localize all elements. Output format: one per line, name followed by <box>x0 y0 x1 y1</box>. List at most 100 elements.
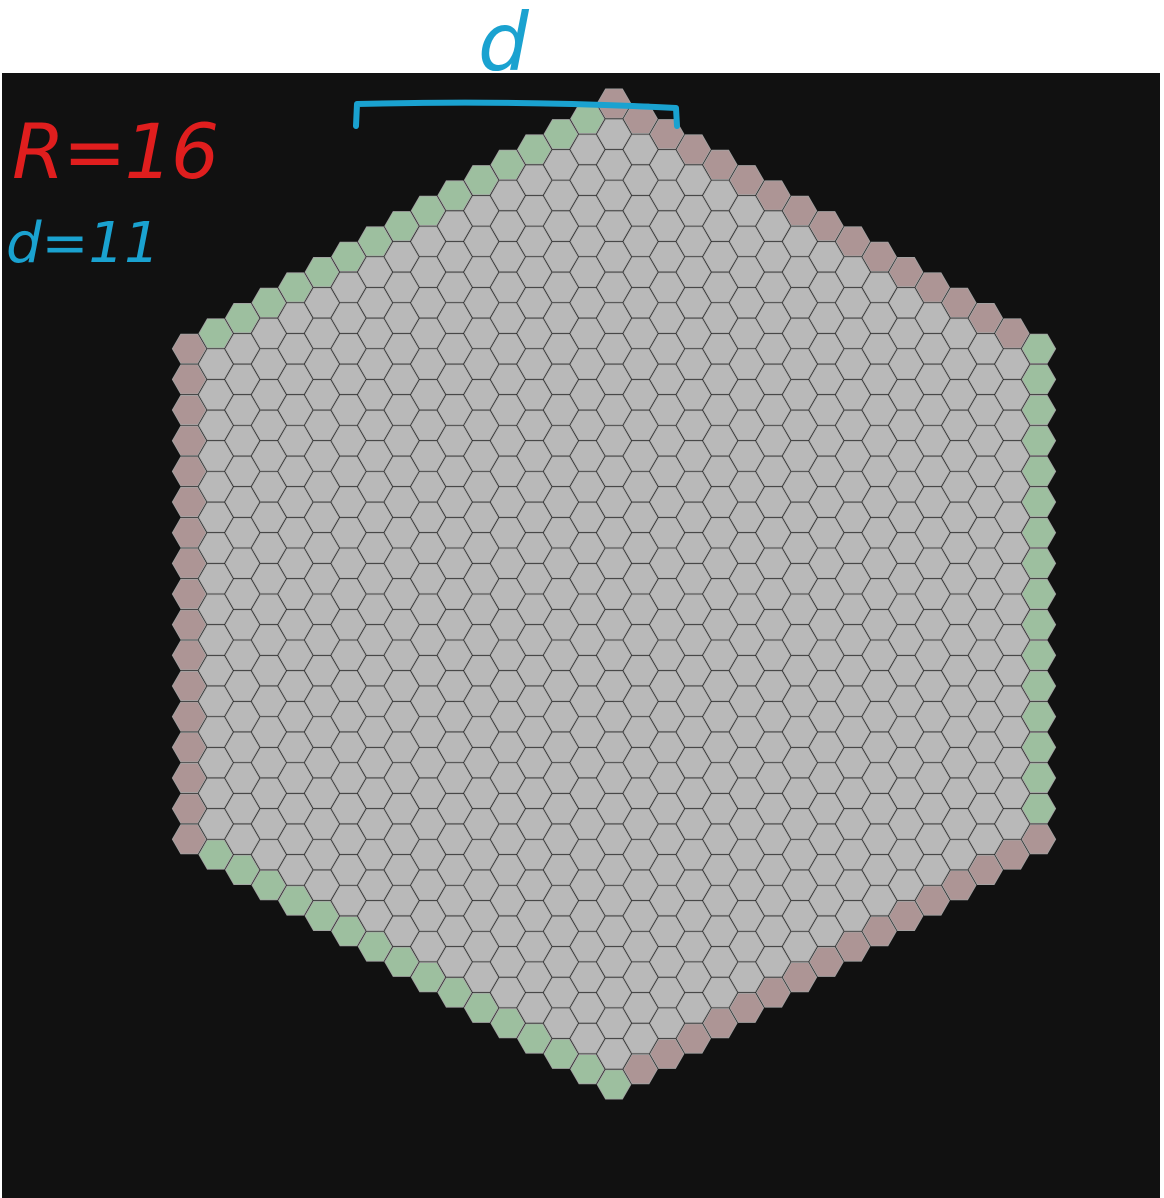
hex-cell <box>331 916 366 947</box>
hex-cell <box>490 1008 526 1039</box>
hex-cell <box>941 502 977 533</box>
hex-cell <box>570 686 605 717</box>
hex-cell <box>702 609 738 640</box>
hex-cell <box>251 563 287 594</box>
hex-cell <box>516 624 552 656</box>
hex-cell <box>570 992 605 1023</box>
hex-cell <box>570 808 605 839</box>
hex-cell <box>968 425 1004 456</box>
hex-cell <box>304 655 340 686</box>
hex-cell <box>410 839 446 870</box>
hex-cell <box>516 594 552 625</box>
hex-cell <box>516 962 552 993</box>
hex-cell <box>516 226 552 257</box>
hex-cell <box>941 655 977 686</box>
hex-cell <box>649 640 685 671</box>
hex-cell <box>623 624 658 656</box>
hex-cell <box>835 747 871 778</box>
d-annotation: d=11 <box>6 211 160 276</box>
hex-cell <box>331 640 366 671</box>
hex-cell <box>702 456 738 487</box>
hex-cell <box>809 885 844 916</box>
hex-cell <box>543 885 579 916</box>
hex-cell <box>410 870 446 901</box>
hex-cell <box>835 900 871 931</box>
hex-cell <box>702 793 738 824</box>
hex-cell <box>835 257 871 288</box>
hex-cell <box>278 333 313 364</box>
hex-cell <box>171 364 207 395</box>
hex-cell <box>543 548 579 579</box>
hex-cell <box>702 241 738 272</box>
hex-cell <box>702 977 738 1008</box>
hex-cell <box>782 778 818 809</box>
hex-cell <box>596 517 632 548</box>
hex-cell <box>755 977 791 1008</box>
hex-cell <box>888 410 924 441</box>
hex-cell <box>543 180 579 211</box>
hex-cell <box>357 839 393 870</box>
hex-cell <box>755 701 791 732</box>
hex-cell <box>1021 517 1057 548</box>
hex-cell <box>357 870 393 901</box>
hex-cell <box>676 1023 712 1054</box>
hex-cell <box>755 241 791 272</box>
hex-cell <box>331 701 366 732</box>
hex-cell <box>384 578 419 610</box>
hex-cell <box>1021 793 1057 824</box>
hex-cell <box>835 349 871 380</box>
hex-cell <box>994 839 1030 870</box>
hex-cell <box>755 425 791 456</box>
hex-cell <box>888 471 924 502</box>
hex-cell <box>570 962 605 993</box>
hex-cell <box>331 517 366 548</box>
hex-cell <box>623 165 658 196</box>
hex-cell <box>516 931 552 962</box>
hex-cell <box>968 824 1004 855</box>
hex-cell <box>516 287 552 318</box>
hex-cell <box>782 931 818 962</box>
hex-cell <box>915 640 950 671</box>
hex-cell <box>994 563 1030 594</box>
hex-cell <box>304 349 340 380</box>
hex-cell <box>543 425 579 456</box>
hex-cell <box>676 471 712 502</box>
hex-cell <box>357 349 393 380</box>
hex-cell <box>862 333 897 364</box>
hex-cell <box>463 226 499 257</box>
hex-cell <box>463 778 499 809</box>
hex-cell <box>755 854 791 885</box>
hex-cell <box>278 272 313 303</box>
hex-cell <box>676 195 712 226</box>
hex-cell <box>410 686 446 717</box>
hex-cell <box>410 471 446 502</box>
hex-cell <box>490 762 526 793</box>
hex-cell <box>729 931 765 962</box>
hex-cell <box>278 425 313 456</box>
hex-cell <box>809 824 844 855</box>
hex-cell <box>676 716 712 747</box>
hex-cell <box>463 931 499 962</box>
hex-cell <box>676 441 712 472</box>
hex-cell <box>835 379 871 410</box>
hex-cell <box>809 333 844 364</box>
hex-cell <box>862 395 897 426</box>
hex-cell <box>782 655 818 686</box>
hex-cell <box>278 517 313 548</box>
hex-cell <box>251 624 287 656</box>
hex-cell <box>357 379 393 410</box>
hex-cell <box>888 502 924 533</box>
hex-cell <box>410 410 446 441</box>
hex-cell <box>755 762 791 793</box>
hex-cell <box>596 456 632 487</box>
hex-cell <box>224 701 260 732</box>
hex-cell <box>357 686 393 717</box>
hex-cell <box>702 517 738 548</box>
hex-cell <box>782 502 818 533</box>
hex-cell <box>331 824 366 855</box>
hex-cell <box>941 441 977 472</box>
hex-cell <box>596 119 632 150</box>
hex-cell <box>570 900 605 931</box>
hex-cell <box>304 318 340 349</box>
hex-cell <box>888 808 924 839</box>
